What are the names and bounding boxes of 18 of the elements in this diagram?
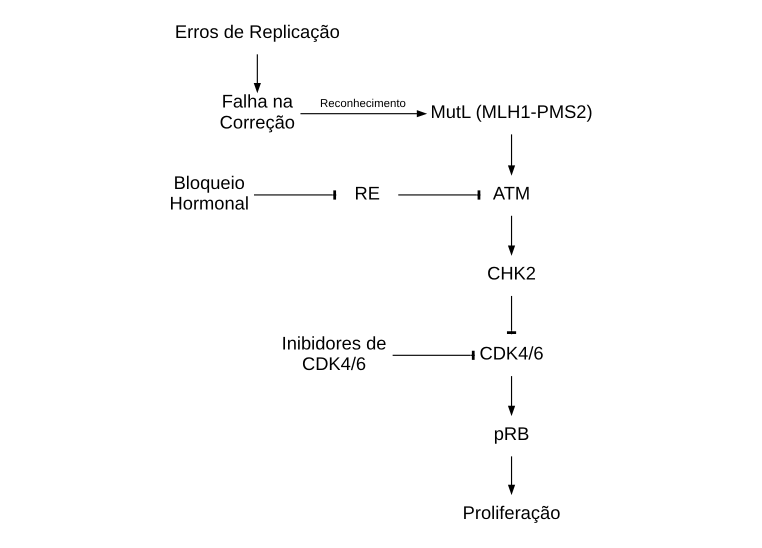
node-text: Erros de Replicação bbox=[174, 20, 340, 42]
edge-label: Reconhecimento bbox=[320, 98, 406, 110]
node-text: CDK4/6 bbox=[479, 342, 544, 364]
node-text: ATM bbox=[492, 182, 530, 204]
node-text: pRB bbox=[494, 422, 530, 444]
arrow bbox=[254, 54, 261, 94]
node-text: CHK2 bbox=[487, 262, 536, 284]
arrow bbox=[508, 376, 516, 416]
node-text: Proliferação bbox=[462, 502, 560, 523]
arrow bbox=[508, 216, 516, 256]
node-text: MutL (MLH1-PMS2) bbox=[430, 101, 593, 122]
arrow bbox=[508, 134, 516, 176]
node-text: RE bbox=[354, 182, 380, 204]
arrow bbox=[300, 110, 428, 118]
node-text: Inibidores de CDK4/6 bbox=[282, 332, 386, 374]
node-text: Bloqueio Hormonal bbox=[170, 172, 249, 214]
node-text: Falha na Correção bbox=[220, 90, 295, 132]
arrow bbox=[508, 456, 516, 496]
